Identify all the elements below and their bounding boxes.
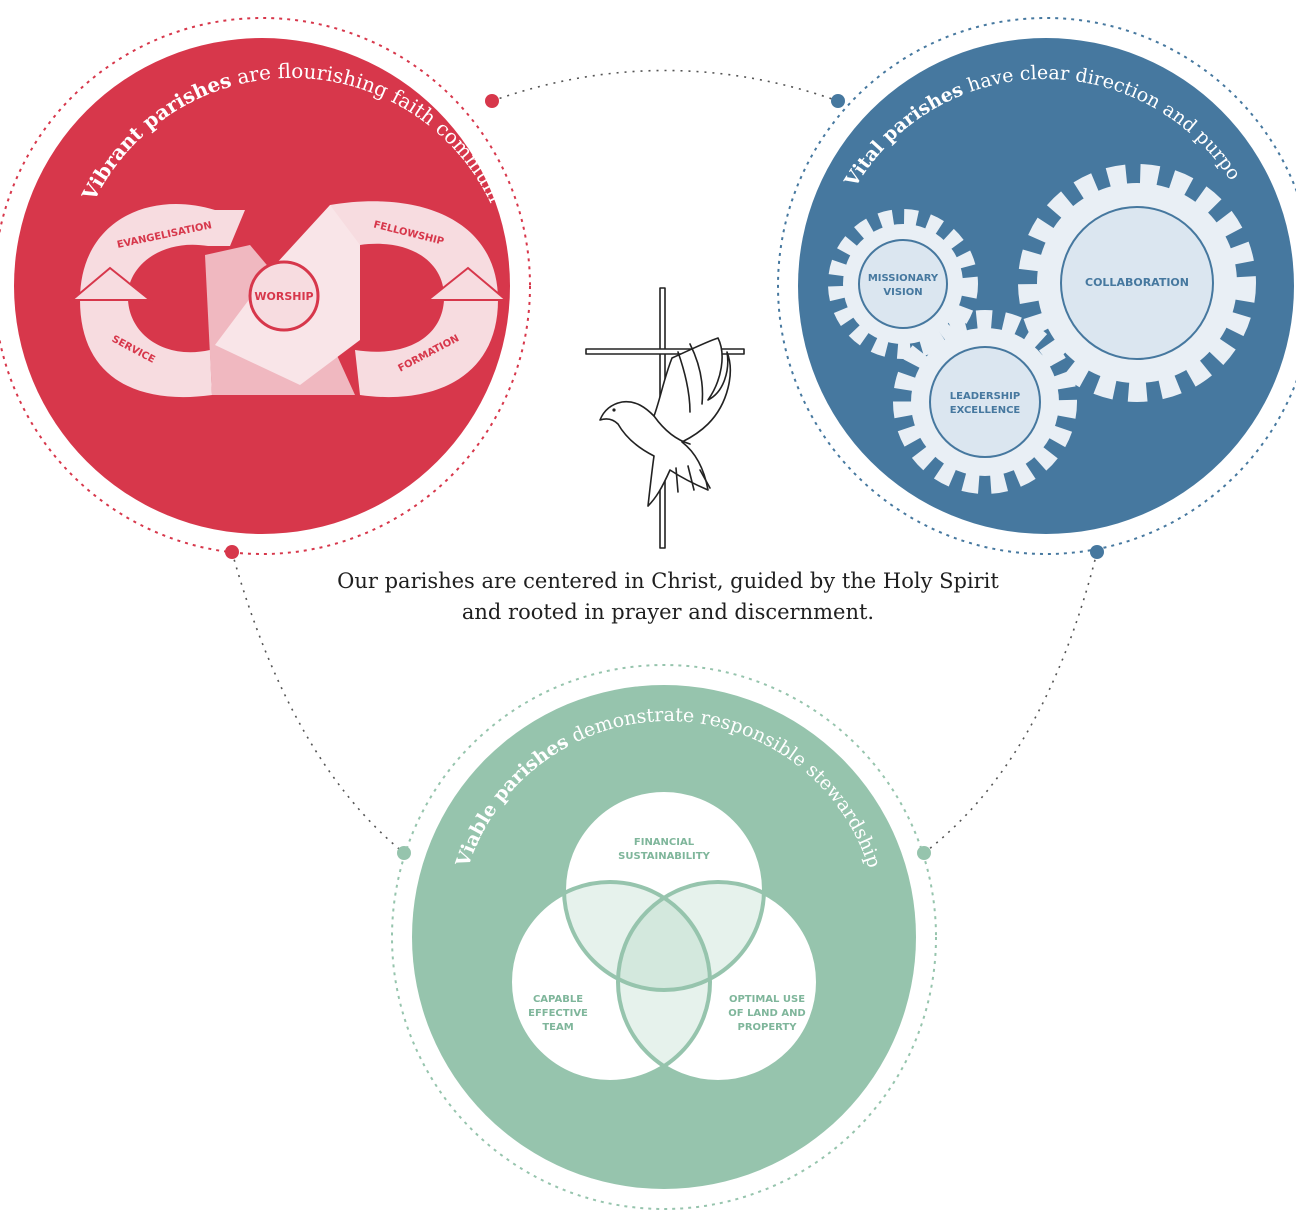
leadership-label-line1: LEADERSHIP — [950, 391, 1020, 402]
vital-dotted-ring — [777, 17, 1296, 555]
cross-dove-icon — [585, 287, 745, 549]
venn-top-line2: SUSTAINABILITY — [618, 851, 710, 862]
venn-right-line2: OF LAND AND — [728, 1008, 806, 1019]
caption-line1: Our parishes are centered in Christ, gui… — [337, 569, 999, 593]
venn-right-line3: PROPERTY — [737, 1022, 797, 1033]
gear-missionary: MISSIONARY VISION — [828, 209, 978, 359]
venn-diagram: FINANCIAL SUSTAINABILITY CAPABLE EFFECTI… — [508, 788, 820, 1084]
venn-left-line2: EFFECTIVE — [528, 1008, 588, 1019]
venn-left-line1: CAPABLE — [533, 994, 583, 1005]
viable-node-left — [397, 846, 411, 860]
vibrant-dotted-ring — [0, 17, 531, 555]
leadership-label-line2: EXCELLENCE — [950, 405, 1021, 416]
dove-icon — [599, 337, 732, 507]
vibrant-node-lower — [225, 545, 239, 559]
venn-left-line3: TEAM — [542, 1022, 573, 1033]
viable-group: FINANCIAL SUSTAINABILITY CAPABLE EFFECTI… — [391, 664, 937, 1210]
infinity-right-lobe — [330, 201, 498, 398]
caption-line2: and rooted in prayer and discernment. — [461, 600, 875, 624]
infinity-left-lobe — [80, 204, 245, 398]
infinity-arrow-left — [69, 266, 153, 301]
viable-node-right — [917, 846, 931, 860]
connector-lines — [231, 69, 1098, 854]
worship-label: WORSHIP — [254, 290, 313, 303]
viable-dotted-ring — [391, 664, 937, 1210]
gear-collaboration: COLLABORATION — [1018, 164, 1256, 402]
connector-vibrant-viable — [231, 551, 405, 854]
collaboration-label: COLLABORATION — [1085, 276, 1189, 289]
worship-circle — [248, 260, 320, 332]
gear-leadership: LEADERSHIP EXCELLENCE — [893, 310, 1077, 494]
vibrant-node-upper — [485, 94, 499, 108]
vibrant-group: WORSHIP EVANGELISATION FELLOWSHIP SERVIC… — [0, 0, 531, 559]
center-caption: Our parishes are centered in Christ, gui… — [250, 566, 1086, 628]
connector-vital-viable — [923, 551, 1098, 854]
vital-node-lower — [1090, 545, 1104, 559]
vital-group: COLLABORATION MISSIONARY VISION LEADERSH… — [0, 0, 1296, 559]
missionary-label-line1: MISSIONARY — [868, 273, 939, 284]
infinity-arrow-right — [425, 266, 509, 301]
cross-horizontal — [585, 348, 745, 355]
vital-node-upper — [831, 94, 845, 108]
gears: COLLABORATION MISSIONARY VISION LEADERSH… — [828, 164, 1256, 494]
venn-top-line1: FINANCIAL — [634, 837, 695, 848]
missionary-label-line2: VISION — [883, 287, 922, 298]
venn-right-line1: OPTIMAL USE — [729, 994, 805, 1005]
connector-vibrant-vital — [491, 69, 839, 102]
